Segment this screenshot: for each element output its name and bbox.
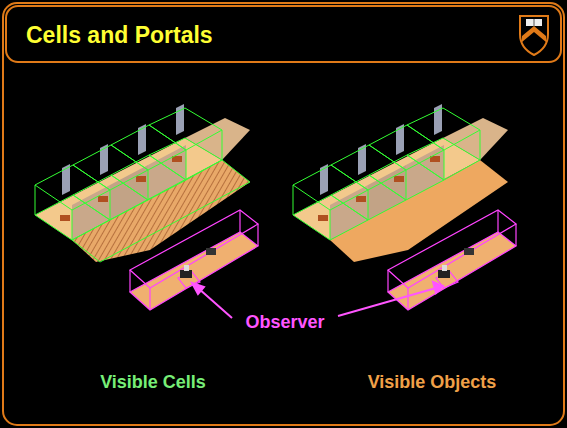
slide-title: Cells and Portals [26, 22, 213, 49]
caption-label: Visible Objects [368, 372, 497, 393]
caption-label: Visible Cells [100, 372, 206, 393]
observer-label: Observer [245, 312, 324, 333]
